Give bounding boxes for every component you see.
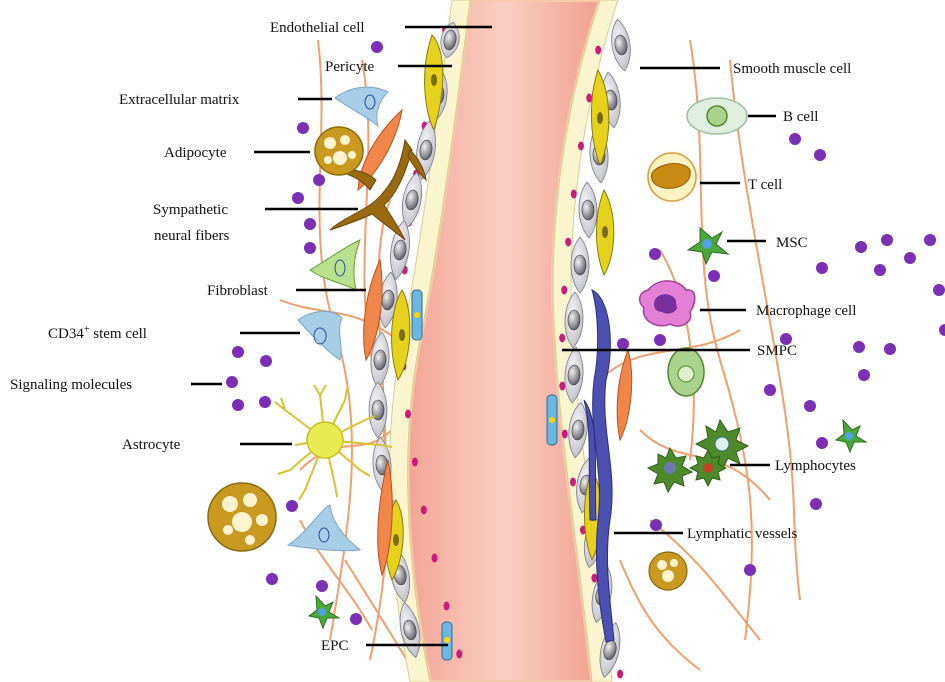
signaling-molecule-dot bbox=[858, 369, 870, 381]
adipocyte-small bbox=[315, 127, 363, 175]
signaling-molecule-dot bbox=[884, 343, 896, 355]
msc-cell-small-right bbox=[836, 420, 866, 452]
signaling-molecule-dot bbox=[924, 234, 936, 246]
label-cd34-stem-cell: CD34+ stem cell bbox=[48, 324, 147, 342]
label-lymphatic-vessels: Lymphatic vessels bbox=[687, 526, 798, 542]
endothelial-nucleus bbox=[405, 410, 411, 419]
signaling-molecule-dot bbox=[874, 264, 886, 276]
label-b-cell: B cell bbox=[783, 109, 818, 125]
b-cell bbox=[687, 98, 747, 134]
signaling-molecule-dot bbox=[855, 241, 867, 253]
endothelial-nucleus bbox=[565, 238, 571, 247]
signaling-molecule-dot bbox=[304, 242, 316, 254]
lymphocytes bbox=[648, 420, 748, 492]
signaling-molecule-dot bbox=[350, 613, 362, 625]
endothelial-nucleus bbox=[432, 554, 438, 563]
endothelial-nucleus bbox=[591, 574, 597, 583]
label-adipocyte: Adipocyte bbox=[164, 145, 227, 161]
label-astrocyte: Astrocyte bbox=[122, 437, 181, 453]
endothelial-nucleus bbox=[456, 650, 462, 659]
smooth-muscle-cell bbox=[608, 18, 633, 72]
signaling-molecule-dot bbox=[313, 174, 325, 186]
label-endothelial-cell: Endothelial cell bbox=[270, 20, 365, 36]
mesenchymal-cell-left bbox=[310, 240, 360, 290]
label-cd34-suffix: stem cell bbox=[89, 326, 146, 342]
signaling-molecule-dot bbox=[617, 338, 629, 350]
signaling-molecule-dot bbox=[764, 384, 776, 396]
label-smpc: SMPC bbox=[757, 343, 797, 359]
endothelial-nucleus bbox=[570, 478, 576, 487]
endothelial-nucleus bbox=[559, 334, 565, 343]
signaling-molecule-dot bbox=[933, 284, 945, 296]
label-epc: EPC bbox=[321, 638, 349, 654]
label-msc: MSC bbox=[776, 235, 808, 251]
signaling-molecule-dot bbox=[316, 580, 328, 592]
label-macrophage-cell: Macrophage cell bbox=[756, 303, 856, 319]
endothelial-nucleus bbox=[559, 382, 565, 391]
label-cd34-prefix: CD34 bbox=[48, 326, 84, 342]
msc-cell bbox=[688, 228, 728, 264]
signaling-molecule-dot bbox=[286, 500, 298, 512]
endothelial-nucleus bbox=[562, 430, 568, 439]
adipocyte-large bbox=[208, 483, 276, 551]
signaling-molecule-dot bbox=[259, 396, 271, 408]
signaling-molecule-dot bbox=[814, 149, 826, 161]
t-cell bbox=[644, 149, 700, 205]
signaling-molecule-dot bbox=[304, 218, 316, 230]
signaling-molecule-dot bbox=[292, 192, 304, 204]
adipocyte-right bbox=[649, 552, 687, 590]
signaling-molecule-dot bbox=[744, 564, 756, 576]
label-signaling-molecules: Signaling molecules bbox=[10, 377, 132, 393]
signaling-molecule-dot bbox=[226, 376, 238, 388]
signaling-molecule-dot bbox=[816, 262, 828, 274]
endothelial-nucleus bbox=[412, 458, 418, 467]
signaling-molecule-dot bbox=[708, 270, 720, 282]
signaling-molecule-dot bbox=[654, 334, 666, 346]
label-sympathetic: Sympathetic bbox=[153, 202, 228, 218]
endothelial-nucleus bbox=[578, 142, 584, 151]
endothelial-nucleus bbox=[571, 190, 577, 199]
signaling-molecule-dot bbox=[649, 248, 661, 260]
signaling-molecule-dot bbox=[816, 437, 828, 449]
signaling-molecule-dot bbox=[881, 234, 893, 246]
endothelial-nucleus bbox=[586, 94, 592, 103]
label-fibroblast: Fibroblast bbox=[207, 283, 269, 299]
signaling-molecule-dot bbox=[939, 324, 945, 336]
smooth-muscle-cell bbox=[578, 182, 598, 239]
smooth-muscle-cell bbox=[571, 237, 589, 293]
signaling-molecule-dot bbox=[260, 355, 272, 367]
label-t-cell: T cell bbox=[748, 177, 782, 193]
endothelial-nucleus bbox=[421, 506, 427, 515]
signaling-molecule-dot bbox=[810, 498, 822, 510]
endothelial-nucleus bbox=[617, 670, 623, 679]
macrophage-cell bbox=[640, 281, 695, 326]
signaling-molecule-dot bbox=[232, 399, 244, 411]
signaling-molecule-dot bbox=[371, 41, 383, 53]
label-neural-fibers: neural fibers bbox=[154, 228, 230, 244]
endothelial-nucleus bbox=[561, 286, 567, 295]
signaling-molecule-dot bbox=[650, 519, 662, 531]
signaling-molecule-dot bbox=[853, 341, 865, 353]
endothelial-nucleus bbox=[444, 602, 450, 611]
signaling-molecule-dot bbox=[804, 400, 816, 412]
signaling-molecule-dot bbox=[266, 573, 278, 585]
label-pericyte: Pericyte bbox=[325, 59, 374, 75]
label-lymphocytes: Lymphocytes bbox=[775, 458, 856, 474]
signaling-molecule-dot bbox=[232, 346, 244, 358]
signaling-molecule-dot bbox=[789, 133, 801, 145]
green-oval-cell bbox=[668, 348, 704, 396]
label-extracellular-matrix: Extracellular matrix bbox=[119, 92, 240, 108]
signaling-molecule-dot bbox=[297, 122, 309, 134]
endothelial-nucleus bbox=[595, 46, 601, 55]
signaling-molecule-dot bbox=[904, 252, 916, 264]
label-smooth-muscle-cell: Smooth muscle cell bbox=[733, 61, 851, 77]
